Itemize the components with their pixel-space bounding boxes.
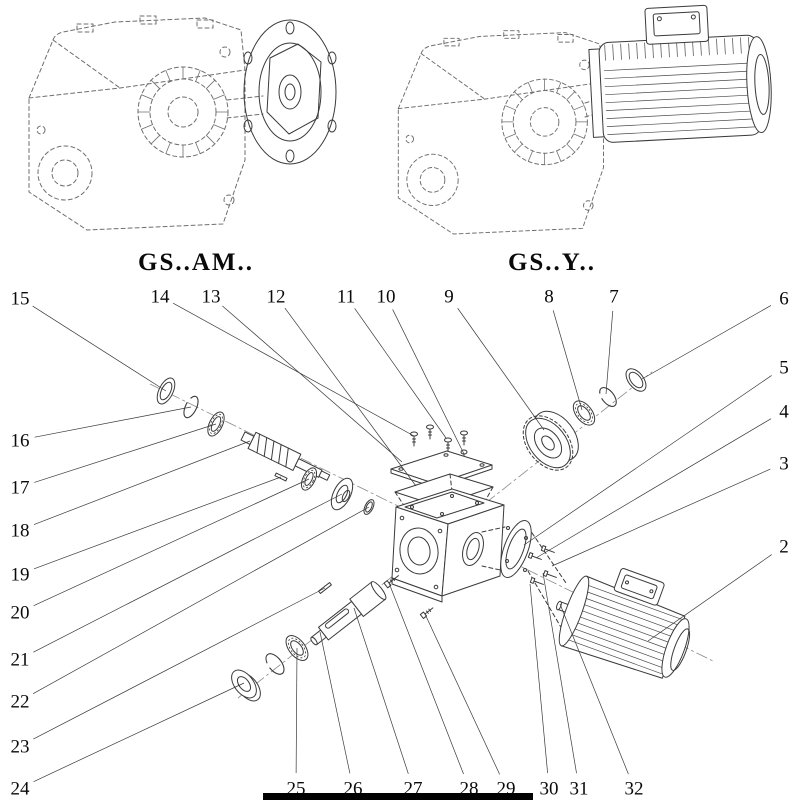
output-flange <box>226 19 337 165</box>
output-snap-ring <box>599 387 617 407</box>
callout-number-4: 4 <box>779 402 789 423</box>
output-shaft <box>310 581 387 646</box>
leader-line-13 <box>222 305 403 463</box>
electric-motor <box>588 4 772 143</box>
callout-number-12: 12 <box>267 287 286 308</box>
footer-bar <box>263 793 533 800</box>
end-washer <box>231 669 261 702</box>
leader-line-27 <box>353 607 409 774</box>
callout-number-23: 23 <box>11 737 30 758</box>
exploded-view <box>149 368 716 702</box>
leader-line-2 <box>647 554 772 642</box>
callout-number-14: 14 <box>151 287 171 308</box>
leader-line-5 <box>523 375 772 546</box>
leader-line-7 <box>605 310 614 395</box>
leader-line-11 <box>354 308 447 439</box>
callout-number-18: 18 <box>11 521 30 542</box>
motor-exploded <box>556 568 691 679</box>
leader-line-28 <box>388 582 464 775</box>
callout-number-19: 19 <box>11 565 30 586</box>
leader-line-12 <box>284 307 417 487</box>
leader-line-15 <box>32 305 167 392</box>
leader-line-17 <box>34 423 217 483</box>
callout-number-8: 8 <box>544 287 554 308</box>
callout-number-5: 5 <box>779 358 789 379</box>
leader-line-3 <box>551 468 771 567</box>
output-bearing <box>572 400 596 426</box>
callout-number-30: 30 <box>540 779 559 800</box>
callout-number-16: 16 <box>11 431 30 452</box>
callout-number-10: 10 <box>377 287 396 308</box>
leader-line-32 <box>559 603 629 775</box>
callout-number-32: 32 <box>625 779 644 800</box>
leader-line-24 <box>33 682 245 782</box>
leader-line-19 <box>33 476 282 570</box>
callout-number-9: 9 <box>444 287 454 308</box>
leader-line-8 <box>552 310 583 411</box>
callout-number-21: 21 <box>11 650 30 671</box>
inspection-cover-plate <box>390 450 493 489</box>
leader-line-31 <box>542 572 577 774</box>
leader-line-21 <box>33 493 343 653</box>
output-snap-ring-lower <box>265 653 285 675</box>
leader-line-29 <box>424 613 500 775</box>
callout-number-6: 6 <box>779 289 789 310</box>
leader-line-30 <box>529 583 548 774</box>
input-snap-ring <box>183 395 199 419</box>
callout-number-17: 17 <box>11 478 30 499</box>
callout-number-15: 15 <box>11 289 30 310</box>
leader-line-20 <box>33 478 310 607</box>
callout-number-3: 3 <box>779 454 789 475</box>
callout-number-24: 24 <box>11 779 31 800</box>
flange-bolts <box>527 545 557 585</box>
leader-line-4 <box>535 418 772 559</box>
worm-shaft <box>240 431 331 481</box>
callout-number-22: 22 <box>11 692 30 713</box>
leader-line-23 <box>33 587 326 740</box>
leader-line-14 <box>172 302 415 437</box>
motor-terminal-box <box>644 4 709 45</box>
callout-number-13: 13 <box>202 287 221 308</box>
motor-end-cap <box>746 36 772 134</box>
leader-line-10 <box>392 309 465 455</box>
assembled-view-gs-y <box>397 4 772 235</box>
model-label-gs-y: GS..Y.. <box>508 249 596 276</box>
motor-adapter-flange <box>500 520 532 578</box>
leader-line-18 <box>33 440 251 525</box>
leader-line-26 <box>319 631 351 774</box>
callout-number-7: 7 <box>609 287 619 308</box>
model-label-gs-am: GS..AM.. <box>138 249 254 276</box>
output-oil-seal <box>625 368 647 392</box>
leader-line-9 <box>457 308 545 431</box>
callout-number-2: 2 <box>779 537 789 558</box>
assembled-view-gs-am <box>28 15 337 231</box>
housing-screw-bottom <box>419 607 434 619</box>
leader-line-6 <box>641 305 772 380</box>
cover-screws <box>410 424 468 453</box>
leader-line-16 <box>34 406 192 438</box>
callout-number-31: 31 <box>570 779 589 800</box>
cover-alignment-dashes <box>394 473 494 519</box>
leader-line-22 <box>32 506 370 695</box>
gearbox-housing <box>391 488 505 603</box>
callout-number-20: 20 <box>11 603 30 624</box>
leader-line-25 <box>295 647 298 774</box>
callout-number-11: 11 <box>337 287 355 308</box>
worm-wheel-gear <box>522 410 579 471</box>
